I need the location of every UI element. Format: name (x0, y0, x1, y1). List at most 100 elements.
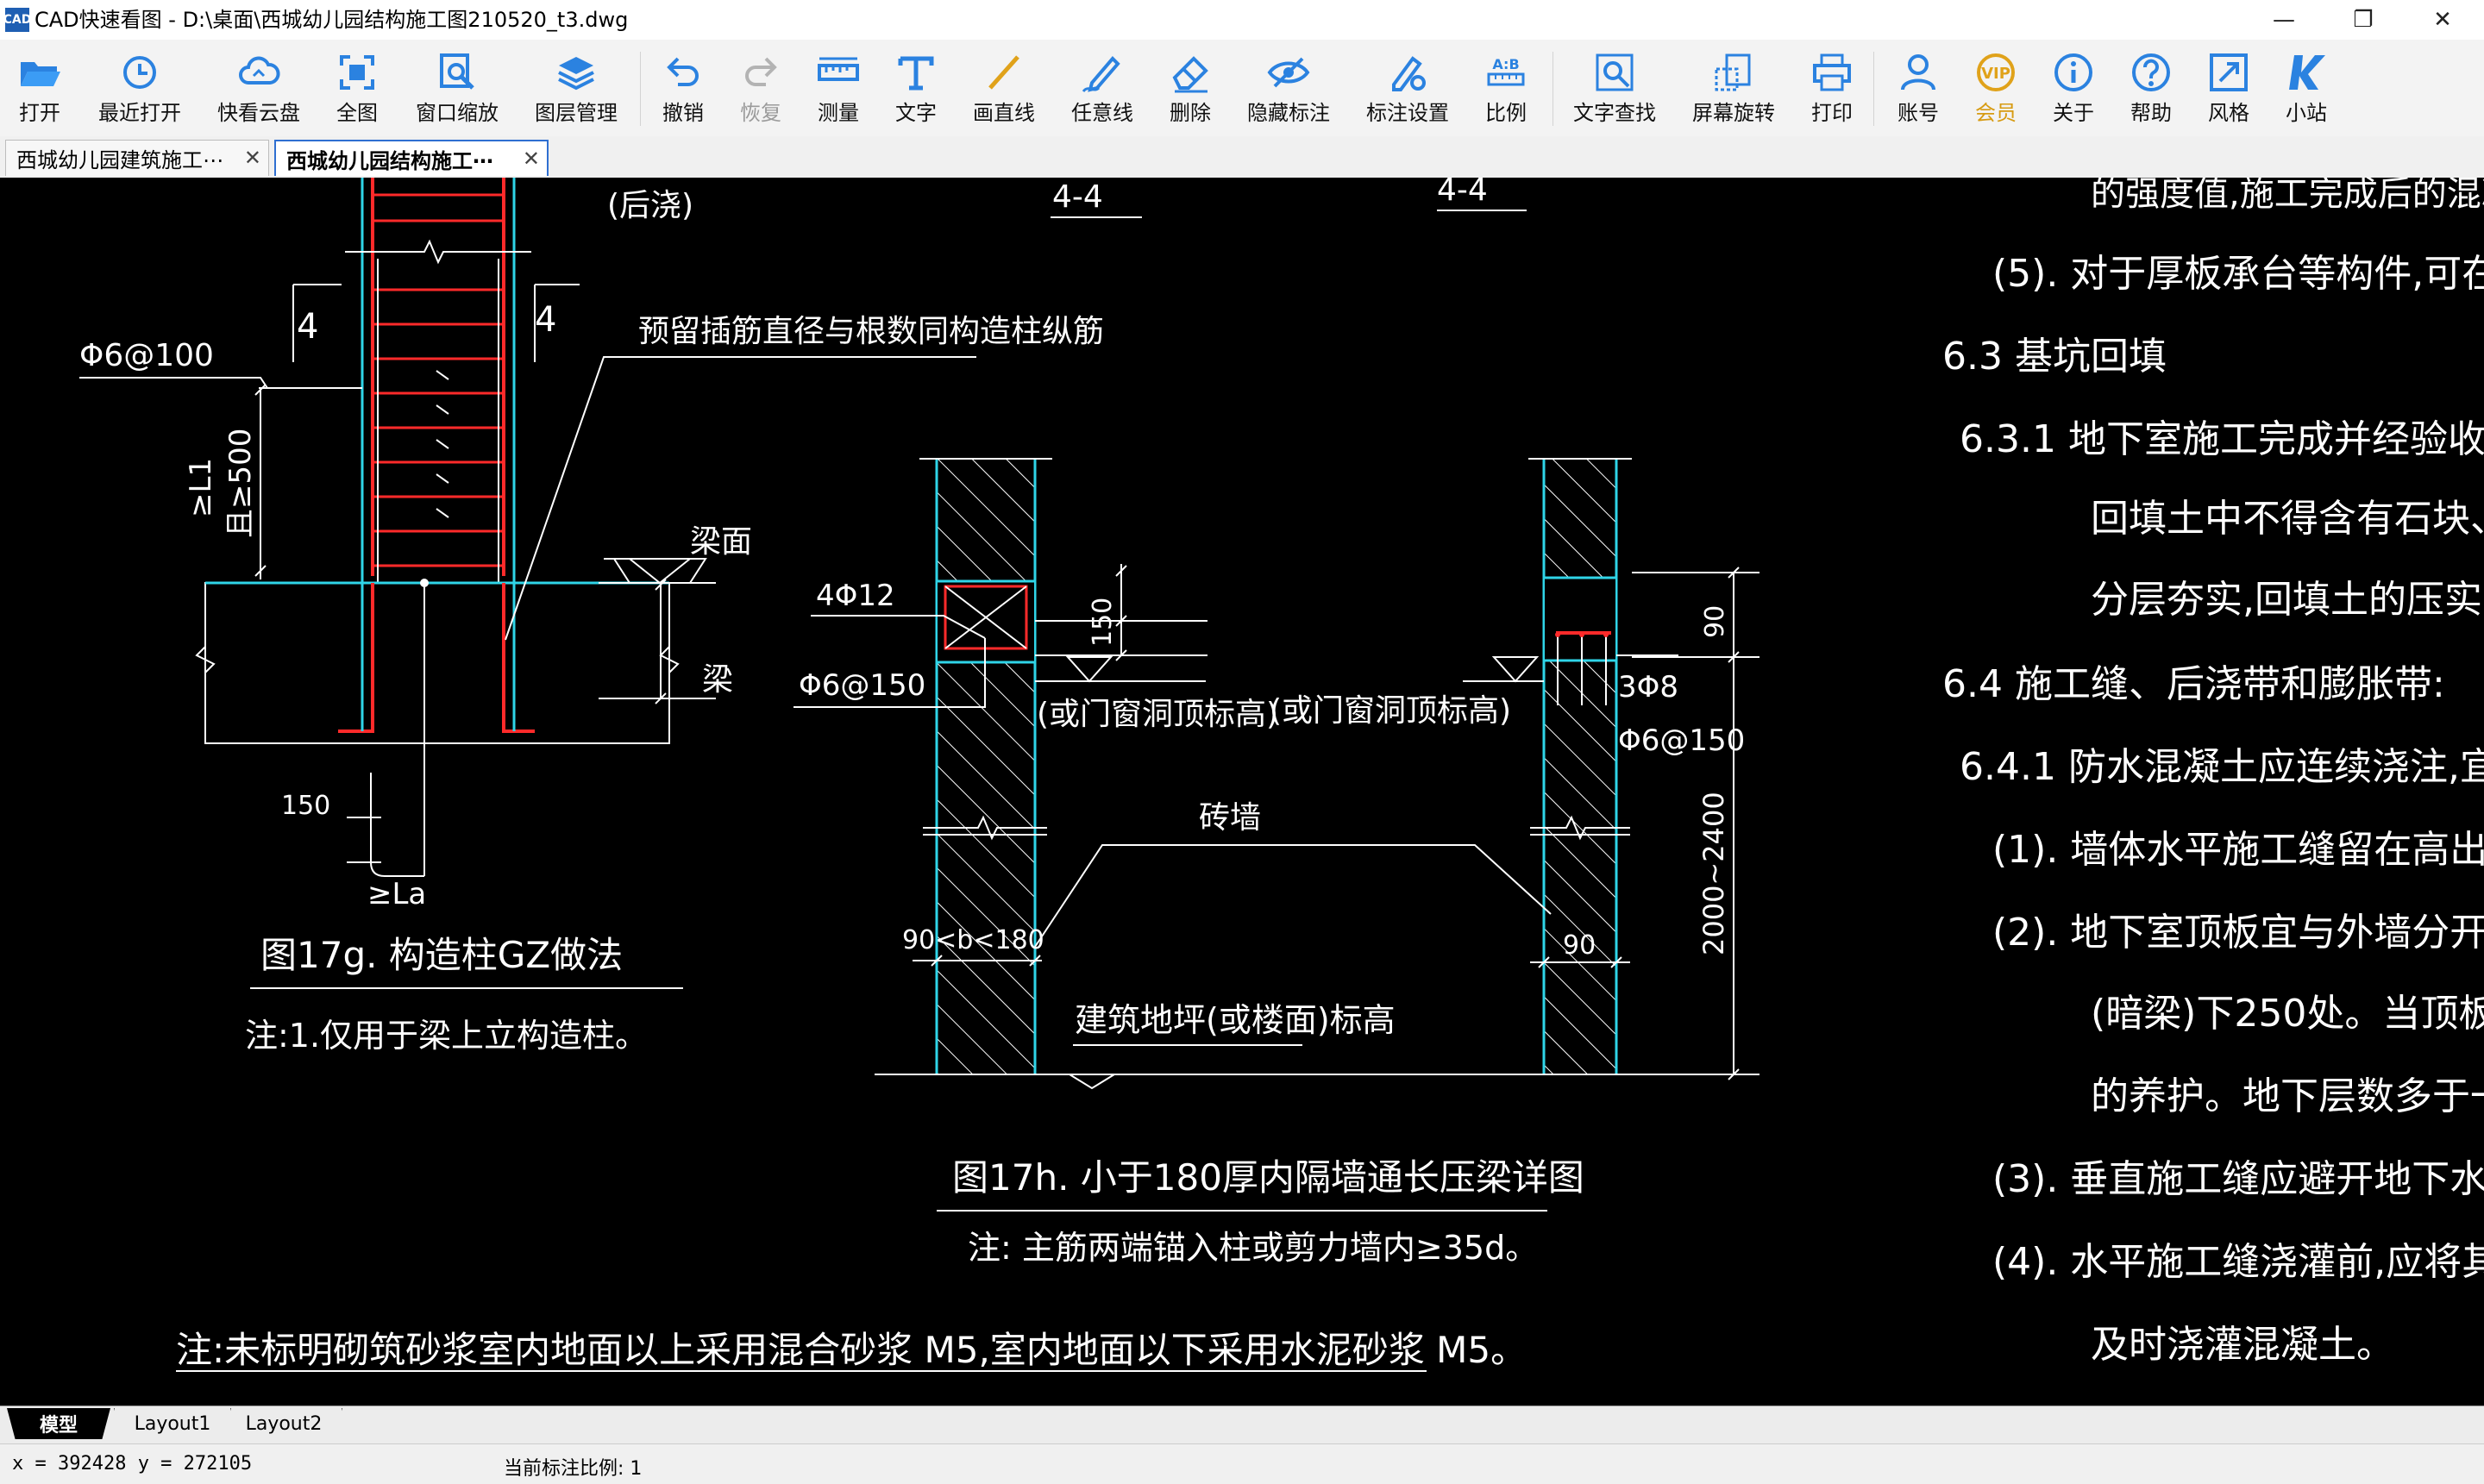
label-3phi8: 3Φ8 (1618, 670, 1678, 704)
restore-button[interactable]: ❐ (2353, 7, 2374, 33)
freehand-line-button[interactable]: 任意线 (1066, 45, 1138, 131)
label-dim-150-left: 150 (281, 791, 330, 821)
toolbar: 打开 最近打开 快看云盘 全图 窗口缩放 图层管理 撤销 恢复 测量 (0, 40, 2484, 136)
delete-button[interactable]: 删除 (1164, 45, 1216, 131)
label-menchuangdong-2: (或门窗洞顶标高) (1270, 693, 1511, 729)
label-section-4-4-b: 4-4 (1437, 178, 1488, 208)
tab-close-icon[interactable]: ✕ (522, 147, 540, 171)
spec-line-7: 6.4 施工缝、后浇带和膨胀带: (1942, 662, 2445, 706)
spec-line-4: 6.3.1 地下室施工完成并经验收合格后,应及时 (1960, 417, 2484, 461)
toolbar-separator (640, 52, 641, 126)
layout-tab-layout2[interactable]: Layout2 (226, 1408, 342, 1439)
layout-tab-bar: 模型 Layout1 Layout2 (0, 1406, 2484, 1444)
fit-screen-icon (340, 55, 374, 90)
style-icon (2210, 53, 2248, 91)
clock-icon (123, 56, 156, 89)
status-bar: x = 392428 y = 272105 当前标注比例: 1 (0, 1443, 2484, 1484)
zoom-window-button[interactable]: 窗口缩放 (411, 45, 504, 131)
label-phi6-at-100: Φ6@100 (79, 338, 214, 373)
detail-17g (79, 178, 1527, 989)
document-tab-bar: 西城幼儿园建筑施工⋯ ✕ 西城幼儿园结构施工⋯ ✕ (0, 136, 2484, 178)
ruler-icon (818, 57, 859, 81)
app-icon: CAD (3, 8, 31, 32)
minimize-button[interactable]: — (2273, 7, 2295, 33)
layers-icon (558, 57, 594, 91)
detail-17h (794, 458, 1760, 1212)
annotation-settings-button[interactable]: 标注设置 (1361, 45, 1454, 131)
hide-annotation-button[interactable]: 隐藏标注 (1242, 45, 1335, 131)
account-button[interactable]: 账号 (1892, 45, 1944, 131)
spec-line-3: 6.3 基坑回填 (1942, 335, 2167, 379)
text-search-icon (1596, 53, 1634, 91)
layer-manager-button[interactable]: 图层管理 (530, 45, 623, 131)
spec-line-5: 回填土中不得含有石块、碎砖、灰渣 (2091, 497, 2484, 541)
toolbar-separator (1873, 52, 1874, 126)
label-dim-90-top: 90 (1700, 605, 1730, 638)
close-window-button[interactable]: ✕ (2433, 7, 2452, 33)
annotation-settings-icon (1392, 56, 1426, 91)
cloud-disk-button[interactable]: 快看云盘 (212, 45, 305, 131)
scale-button[interactable]: A:B 比例 (1480, 45, 1532, 131)
vip-icon: VIP (1977, 53, 2015, 91)
window-title: CAD快速看图 - D:\桌面\西城幼儿园结构施工图210520_t3.dwg (34, 8, 629, 32)
text-icon (898, 56, 934, 91)
help-button[interactable]: 帮助 (2125, 45, 2177, 131)
recent-open-button[interactable]: 最近打开 (93, 45, 186, 131)
full-view-button[interactable]: 全图 (331, 45, 383, 131)
tab-structural-drawing[interactable]: 西城幼儿园结构施工⋯ ✕ (274, 140, 549, 176)
label-liang: 梁 (702, 662, 733, 698)
vip-button[interactable]: VIP 会员 (1970, 45, 2022, 131)
note-mortar: 注:未标明砌筑砂浆室内地面以上采用混合砂浆 M5,室内地面以下采用水泥砂浆 M5… (176, 1329, 1527, 1371)
label-ge-l1: ≥L1 (184, 458, 218, 517)
tab-close-icon[interactable]: ✕ (243, 146, 261, 170)
label-menchuangdong-1: (或门窗洞顶标高) (1037, 697, 1278, 732)
measure-button[interactable]: 测量 (812, 45, 864, 131)
about-button[interactable]: 关于 (2048, 45, 2099, 131)
text-button[interactable]: 文字 (890, 45, 942, 131)
undo-button[interactable]: 撤销 (657, 45, 709, 131)
spec-line-10: (2). 地下室顶板宜与外墙分开浇注,墙体顶部 (1992, 911, 2484, 955)
redo-icon (745, 57, 777, 86)
undo-icon (667, 57, 699, 86)
caption-fig-17g: 图17g. 构造柱GZ做法 (260, 934, 623, 976)
annotation-scale-status: 当前标注比例: 1 (504, 1458, 643, 1480)
eraser-icon (1172, 56, 1208, 93)
rotate-screen-button[interactable]: 屏幕旋转 (1687, 45, 1780, 131)
site-button[interactable]: 小站 (2280, 45, 2332, 131)
note-fig-17h: 注: 主筋两端锚入柱或剪力墙内≥35d。 (968, 1229, 1538, 1267)
label-dipingbiaogao: 建筑地坪(或楼面)标高 (1075, 1001, 1396, 1039)
open-button[interactable]: 打开 (12, 45, 67, 131)
label-section-4-right: 4 (535, 300, 556, 340)
cad-drawing: (后浇) 4-4 4-4 4 4 Φ6@100 预留插筋直径与根数同构造柱纵筋 … (79, 178, 2484, 1372)
drawing-canvas[interactable]: (后浇) 4-4 4-4 4 4 Φ6@100 预留插筋直径与根数同构造柱纵筋 … (0, 178, 2484, 1406)
text-search-button[interactable]: 文字查找 (1568, 45, 1661, 131)
site-icon (2289, 55, 2325, 90)
spec-line-13: (3). 垂直施工缝应避开地下水和裂隙水较多 (1992, 1157, 2484, 1201)
rotate-screen-icon (1715, 53, 1751, 91)
label-4phi12: 4Φ12 (816, 579, 895, 613)
draw-line-button[interactable]: 画直线 (968, 45, 1040, 131)
cloud-icon (239, 56, 280, 85)
note-fig-17g: 注:1.仅用于梁上立构造柱。 (245, 1017, 648, 1055)
label-zhuanqiang: 砖墙 (1199, 800, 1261, 836)
spec-line-14: (4). 水平施工缝浇灌前,应将其表面浮浆和杂 (1992, 1240, 2484, 1284)
label-ge-la: ≥La (367, 877, 426, 911)
print-button[interactable]: 打印 (1806, 45, 1858, 131)
redo-button[interactable]: 恢复 (735, 45, 787, 131)
line-icon (988, 55, 1019, 90)
label-dim-150-center: 150 (1088, 598, 1118, 647)
zoom-window-icon (440, 53, 474, 90)
layout-tab-layout1[interactable]: Layout1 (114, 1408, 231, 1439)
spec-line-2: (5). 对于厚板承台等构件,可在混凝土内部预 (1992, 252, 2484, 296)
drawing-labels: (后浇) 4-4 4-4 4 4 Φ6@100 预留插筋直径与根数同构造柱纵筋 … (79, 178, 2484, 1371)
style-button[interactable]: 风格 (2203, 45, 2255, 131)
spec-line-8: 6.4.1 防水混凝土应连续浇注,宜少留施工缝。 (1960, 745, 2484, 789)
label-liangmian: 梁面 (690, 524, 752, 560)
label-yuliu: 预留插筋直径与根数同构造柱纵筋 (638, 314, 1104, 349)
layout-tab-model[interactable]: 模型 (7, 1408, 110, 1439)
label-phi6-at-150-left: Φ6@150 (799, 668, 925, 703)
cursor-coordinates: x = 392428 y = 272105 (12, 1453, 253, 1475)
label-qie-500: 且≥500 (223, 429, 258, 538)
tab-architectural-drawing[interactable]: 西城幼儿园建筑施工⋯ ✕ (5, 140, 269, 176)
toolbar-separator (1552, 52, 1553, 126)
